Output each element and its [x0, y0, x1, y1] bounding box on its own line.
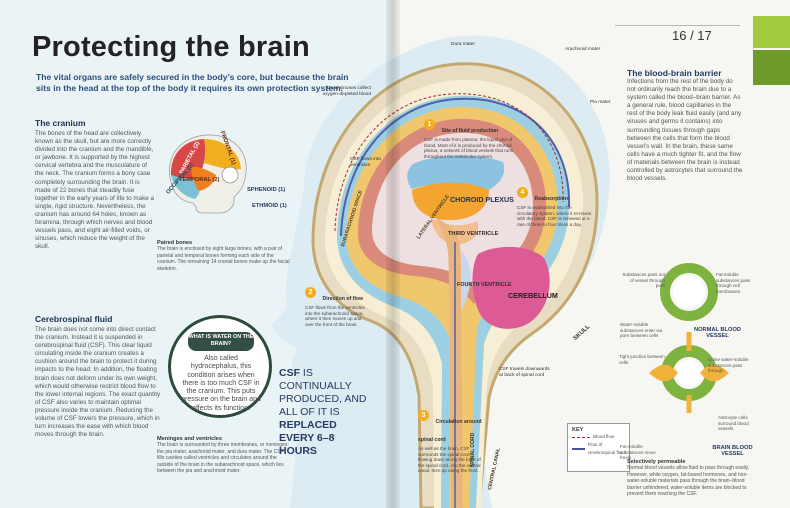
section-tab	[753, 16, 790, 48]
callout-text: Also called hydrocephalus, this conditio…	[181, 355, 261, 412]
csf-flows-into-label: CSF flows into ventricles	[350, 157, 381, 168]
water-on-brain-callout: WHAT IS WATER ON THE BRAIN? Also called …	[168, 315, 272, 418]
selective-text: Normal blood vessels allow fluid to pass…	[627, 465, 750, 498]
page-title: Protecting the brain	[32, 31, 310, 63]
fourth-ventricle	[461, 251, 471, 312]
meninges-caption: Meninges and ventricles The brain is sur…	[157, 436, 291, 474]
dural-sinuses-label: Dural sinuses collect oxygen-depleted bl…	[322, 86, 371, 97]
tight-junction-label: Tight junction between cells	[619, 354, 665, 365]
csf-flow-label: Flow of cerebrospinal fluid	[587, 442, 625, 455]
lateral-ventricle	[407, 155, 505, 190]
step-3-heading: Circulation around spinal cord	[418, 419, 482, 443]
bbb-text: Infections from the rest of the body do …	[627, 78, 743, 183]
choroid-plexus	[412, 182, 489, 221]
vessel-comparison-diagram	[649, 263, 729, 413]
diagram-key: KEY Blood flow Flow of cerebrospinal flu…	[567, 423, 630, 472]
skull-bones-diagram	[169, 134, 247, 214]
stat-line-1: CSF	[279, 367, 300, 379]
page-number: 16 / 17	[672, 28, 712, 43]
occipital-bone	[171, 175, 200, 199]
brain-cross-section-diagram	[272, 35, 610, 508]
brainstem	[436, 218, 463, 508]
blood-flow-swatch	[572, 436, 590, 438]
selective-heading: Selectively permeable	[627, 459, 686, 465]
normal-vessel-wall	[660, 263, 718, 321]
cranium-heading: The cranium	[35, 118, 86, 128]
ethmoid-label: ETHMOID (1)	[252, 203, 287, 209]
paired-bones-heading: Paired bones	[157, 240, 193, 246]
csf-flow-swatch	[572, 448, 585, 450]
cerebellum-label: CEREBELLUM	[508, 291, 558, 300]
stat-line-3: REPLACED EVERY 6–8 HOURS	[279, 419, 337, 457]
substances-out-label: Substances pass out of vessel through po…	[622, 272, 665, 288]
csf-text: The brain does not come into direct cont…	[35, 326, 161, 439]
temporal-bone	[191, 166, 216, 191]
bbb-heading: The blood-brain barrier	[627, 68, 722, 78]
meninges-heading: Meninges and ventricles	[157, 436, 222, 442]
csf-stat: CSF IS CONTINUALLY PRODUCED, AND ALL OF …	[279, 367, 374, 458]
fat-soluble-membranes-label: Fat-soluble substances pass through cell…	[716, 272, 751, 294]
step-3-text: As well as the brain, CSF surrounds the …	[418, 446, 481, 474]
blood-flow-label: Blood flow	[593, 434, 615, 439]
csf-travels-label: CSF travels downwards at back of spinal …	[499, 367, 550, 378]
step-1-number: 1	[424, 119, 435, 130]
paired-bones-caption: Paired bones The brain is enclosed by ei…	[157, 240, 294, 272]
meninges-text: The brain is surrounded by three membran…	[157, 442, 289, 475]
intro-text: The vital organs are safely secured in t…	[36, 72, 349, 93]
some-water-soluble-label: Some water-soluble substances pass throu…	[708, 357, 749, 373]
book-gutter	[386, 0, 400, 508]
astrocyte-label: Astrocyte cells surround blood vessels	[718, 415, 749, 431]
header-rule	[615, 25, 740, 26]
sphenoid-label: SPHENOID (1)	[247, 187, 286, 193]
step-3: 3 Circulation around spinal cord As well…	[418, 410, 486, 474]
selective-caption: Selectively permeable Normal blood vesse…	[627, 459, 759, 497]
brain-vessel-lumen	[676, 360, 702, 386]
step-4-text: CSF is reabsorbed into the circulatory s…	[517, 205, 592, 227]
astrocyte-left	[649, 364, 678, 382]
third-ventricle-label: THIRD VENTRICLE	[448, 231, 499, 237]
step-4-heading: Reabsorption	[534, 196, 568, 202]
frontal-bone	[204, 139, 241, 170]
dura-mater-label: Dura mater	[451, 42, 475, 47]
fourth-ventricle-label: FOURTH VENTRICLE	[457, 282, 512, 288]
pia-mater-label: Pia mater	[590, 100, 611, 105]
step-1-heading: Site of fluid production	[441, 128, 499, 134]
step-4-number: 4	[517, 187, 528, 198]
eye-socket	[221, 166, 239, 184]
blood-flow-line	[334, 93, 564, 232]
brain-vessel-label: BRAIN BLOOD VESSEL	[712, 445, 753, 457]
step-2-heading: Direction of flow	[322, 296, 364, 302]
step-4: 4 Reabsorption CSF is reabsorbed into th…	[517, 187, 593, 227]
section-tab-stripe	[753, 50, 790, 85]
key-row-blood-flow: Blood flow	[572, 433, 625, 441]
callout-heading: WHAT IS WATER ON THE BRAIN?	[188, 332, 254, 351]
step-1: 1 Site of fluid production CSF is made f…	[424, 119, 516, 159]
water-soluble-gaps-label: Water-soluble substances enter via pore …	[620, 322, 663, 338]
astrocyte-right	[700, 364, 729, 382]
csf-heading: Cerebrospinal fluid	[35, 314, 113, 324]
cerebellum	[472, 246, 550, 329]
temporal-label: TEMPORAL (2)	[179, 177, 220, 183]
paired-bones-text: The brain is enclosed by eight large bon…	[157, 246, 290, 272]
arachnoid-mater-label: Arachnoid mater	[565, 47, 601, 52]
normal-vessel-label: NORMAL BLOOD VESSEL	[694, 327, 741, 339]
key-row-csf-flow: Flow of cerebrospinal fluid	[572, 441, 625, 457]
choroid-plexus-label: CHOROID PLEXUS	[450, 196, 514, 204]
step-2: 2 Direction of flow CSF flows from the v…	[305, 287, 369, 327]
fat-soluble-freely-label: Fat-soluble substances move freely	[620, 444, 656, 460]
stat-line-2: IS CONTINUALLY PRODUCED, AND ALL OF IT I…	[279, 367, 367, 418]
step-3-number: 3	[418, 410, 429, 421]
step-1-text: CSF is made from plasma, the liquid part…	[424, 137, 514, 159]
step-2-text: CSF flows from the ventricles into the s…	[305, 305, 365, 327]
step-2-number: 2	[305, 287, 316, 298]
csf-flow-line	[340, 97, 571, 237]
normal-vessel-lumen	[673, 276, 705, 308]
key-title: KEY	[572, 427, 584, 433]
cranium-text: The bones of the head are collectively k…	[35, 130, 155, 251]
